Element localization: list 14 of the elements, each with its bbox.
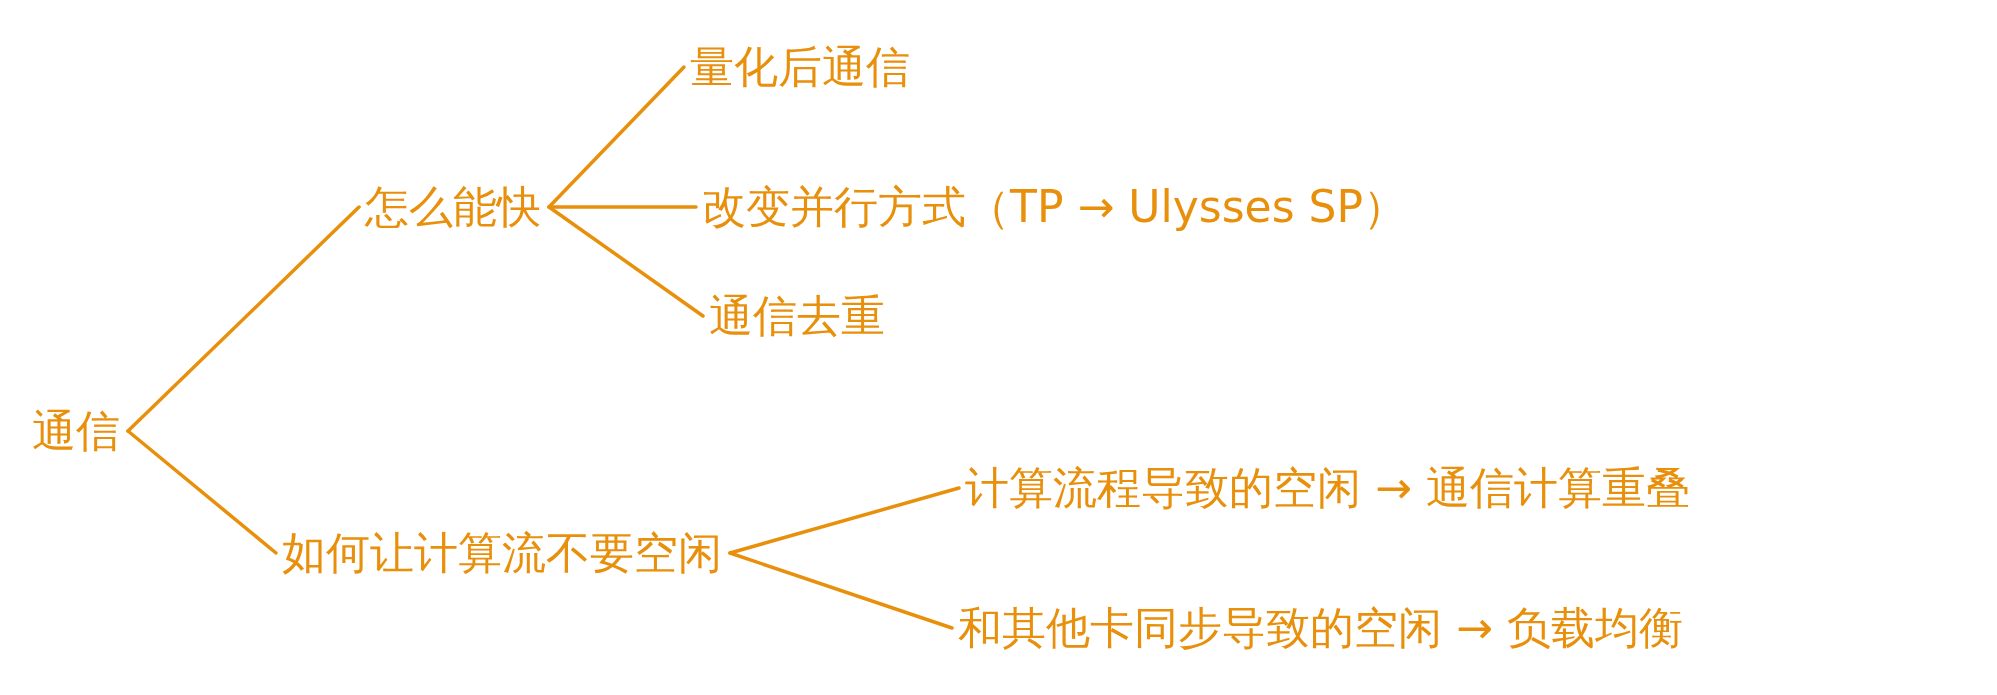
- leaf-topic: 计算流程导致的空闲 → 通信计算重叠: [965, 459, 1690, 517]
- leaf-topic: 量化后通信: [690, 38, 910, 96]
- leaf-topic: 和其他卡同步导致的空闲 → 负载均衡: [958, 599, 1683, 657]
- connector-line: [126, 429, 278, 555]
- connector-line: [728, 486, 961, 555]
- leaf-topic: 改变并行方式（TP → Ulysses SP）: [702, 178, 1407, 236]
- connector-line: [126, 205, 361, 433]
- branch-topic: 如何让计算流不要空闲: [282, 524, 722, 582]
- branch-topic: 怎么能快: [365, 178, 541, 236]
- connector-line: [547, 205, 705, 318]
- root-topic: 通信: [32, 402, 120, 460]
- connector-line: [547, 205, 698, 209]
- leaf-topic: 通信去重: [709, 287, 885, 345]
- connector-line: [728, 551, 954, 630]
